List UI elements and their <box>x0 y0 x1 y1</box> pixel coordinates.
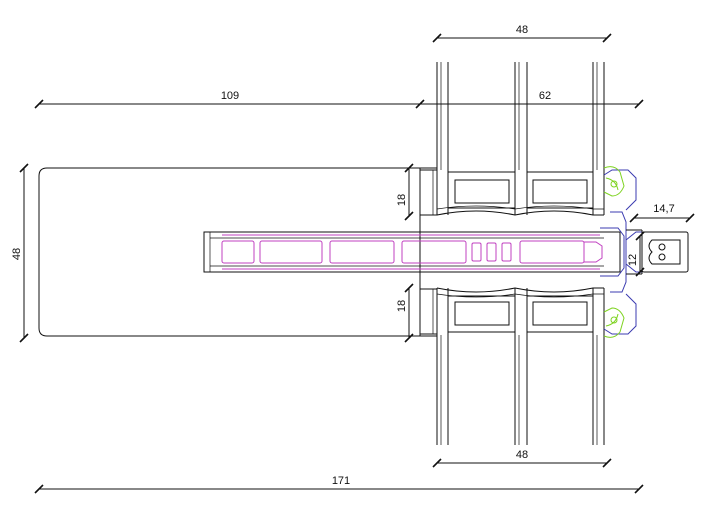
dim-label: 48 <box>516 449 528 461</box>
dim-label: 48 <box>516 24 528 36</box>
dim-label: 171 <box>332 475 350 487</box>
dim-height-left: 48 <box>11 163 29 343</box>
dim-cap-width: 14,7 <box>629 203 695 223</box>
glazing-bottom <box>436 287 605 445</box>
dim-glass-top: 48 <box>432 24 612 43</box>
dim-label: 48 <box>11 248 23 260</box>
dim-rebate-top: 18 <box>396 163 414 221</box>
gasket <box>600 169 642 335</box>
dim-label: 62 <box>539 90 551 102</box>
dim-label: 109 <box>221 90 239 102</box>
mullion-core <box>203 231 621 273</box>
outer-cap <box>626 229 689 275</box>
dim-label: 18 <box>396 300 408 312</box>
dim-total: 171 <box>34 475 644 494</box>
dim-label: 14,7 <box>653 203 674 215</box>
left-body <box>38 167 438 337</box>
glazing-top <box>436 62 605 216</box>
dim-label: 18 <box>396 194 408 206</box>
dim-glass-bottom: 48 <box>432 449 612 468</box>
dim-rebate-bottom: 18 <box>396 283 414 343</box>
dim-left-depth: 109 62 <box>34 90 644 109</box>
seals <box>603 166 625 338</box>
dim-cap-height: 12 <box>627 231 645 277</box>
dim-label: 12 <box>627 254 639 266</box>
